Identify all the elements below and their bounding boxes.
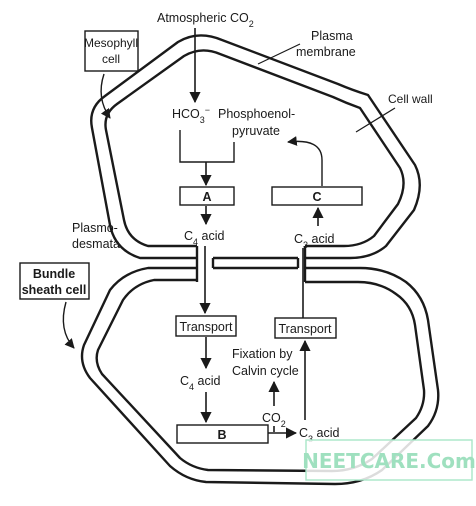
mesophyll-cell-label-line1: Mesophyll	[84, 36, 138, 50]
plasma-membrane-label-line1: Plasma	[311, 29, 353, 43]
c3-acid-top-label: C3 acid	[294, 232, 334, 250]
transport-left-box	[175, 315, 237, 337]
mesophyll-cell-pointer-arrow	[100, 73, 111, 119]
mesophyll-cell-label-line2: cell	[102, 52, 120, 66]
bundle-sheath-label-line1: Bundle	[33, 267, 75, 281]
plasmodesmata-label-line1: Plasmo-	[72, 221, 118, 235]
mesophyll-cell-wall	[90, 34, 421, 260]
box-c-label: C	[312, 190, 321, 204]
mesophyll-cell-label-box	[84, 30, 139, 72]
bundle-sheath-pointer-arrow	[62, 301, 75, 349]
box-b-label: B	[217, 428, 226, 442]
fixation-label-line1: Fixation by	[232, 347, 293, 361]
transport-right-box	[274, 317, 337, 339]
cell-wall-label: Cell wall	[388, 92, 433, 106]
transport-right-label: Transport	[278, 322, 332, 336]
plasma-membrane-pointer	[257, 43, 301, 65]
fixation-label-line2: Calvin cycle	[232, 364, 299, 378]
plasmodesmata-channel	[195, 246, 307, 282]
co2-bottom-label: CO2	[262, 411, 286, 429]
bundle-sheath-label-line2: sheath cell	[22, 283, 87, 297]
c4-acid-top-label: C4 acid	[184, 229, 224, 247]
c3-acid-bottom-label: C3 acid	[299, 426, 339, 444]
arrow-c-to-pep	[287, 136, 323, 186]
pep-label-line1: Phosphoenol-	[218, 107, 295, 121]
c4-acid-bottom-label: C4 acid	[180, 374, 220, 392]
hco3-pep-bracket	[179, 130, 235, 163]
hco3-label: HCO3−	[172, 105, 210, 125]
pep-label-line2: pyruvate	[232, 124, 280, 138]
transport-left-label: Transport	[179, 320, 233, 334]
cell-wall-pointer	[355, 107, 396, 133]
plasmodesmata-label-line2: desmata	[72, 237, 120, 251]
plasma-membrane-label-line2: membrane	[296, 45, 356, 59]
box-a	[179, 186, 235, 206]
bundle-sheath-label-box	[19, 262, 90, 300]
box-a-label: A	[202, 190, 211, 204]
atmospheric-co2-label: Atmospheric CO2	[157, 11, 254, 29]
watermark-text: NEETCARE.Com	[302, 449, 476, 473]
box-b	[176, 424, 269, 444]
box-c	[271, 186, 363, 206]
watermark-box	[305, 439, 473, 481]
